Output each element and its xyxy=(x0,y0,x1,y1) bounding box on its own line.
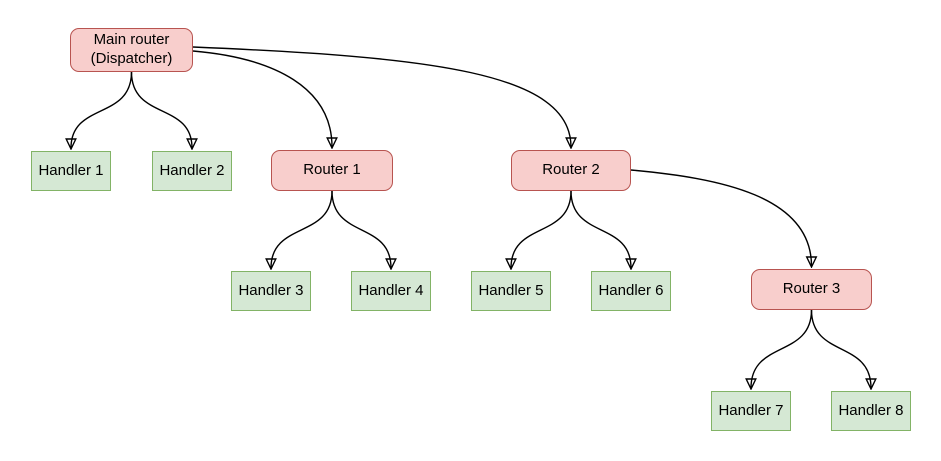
node-router-2: Router 2 xyxy=(511,150,631,191)
node-handler-4: Handler 4 xyxy=(351,271,431,311)
node-handler-6: Handler 6 xyxy=(591,271,671,311)
node-handler-3: Handler 3 xyxy=(231,271,311,311)
edge-router-3-to-handler-7 xyxy=(751,309,813,388)
edge-main-router-to-router-2 xyxy=(192,46,571,147)
edge-router-2-to-handler-5 xyxy=(511,190,572,268)
node-handler-7: Handler 7 xyxy=(711,391,791,431)
node-handler-2: Handler 2 xyxy=(152,151,232,191)
node-router-1: Router 1 xyxy=(271,150,393,191)
edge-main-router-to-router-1 xyxy=(192,50,332,147)
edge-router-2-to-handler-6 xyxy=(570,190,631,268)
node-handler-1: Handler 1 xyxy=(31,151,111,191)
node-handler-5: Handler 5 xyxy=(471,271,551,311)
node-router-3: Router 3 xyxy=(751,269,872,310)
edge-main-router-to-handler-2 xyxy=(130,71,193,148)
edge-router-1-to-handler-4 xyxy=(331,190,391,268)
edge-main-router-to-handler-1 xyxy=(71,71,133,148)
node-main-router: Main router (Dispatcher) xyxy=(70,28,193,72)
node-handler-8: Handler 8 xyxy=(831,391,911,431)
edge-router-3-to-handler-8 xyxy=(810,309,872,388)
edge-router-2-to-router-3 xyxy=(630,169,812,266)
edge-router-1-to-handler-3 xyxy=(271,190,333,268)
